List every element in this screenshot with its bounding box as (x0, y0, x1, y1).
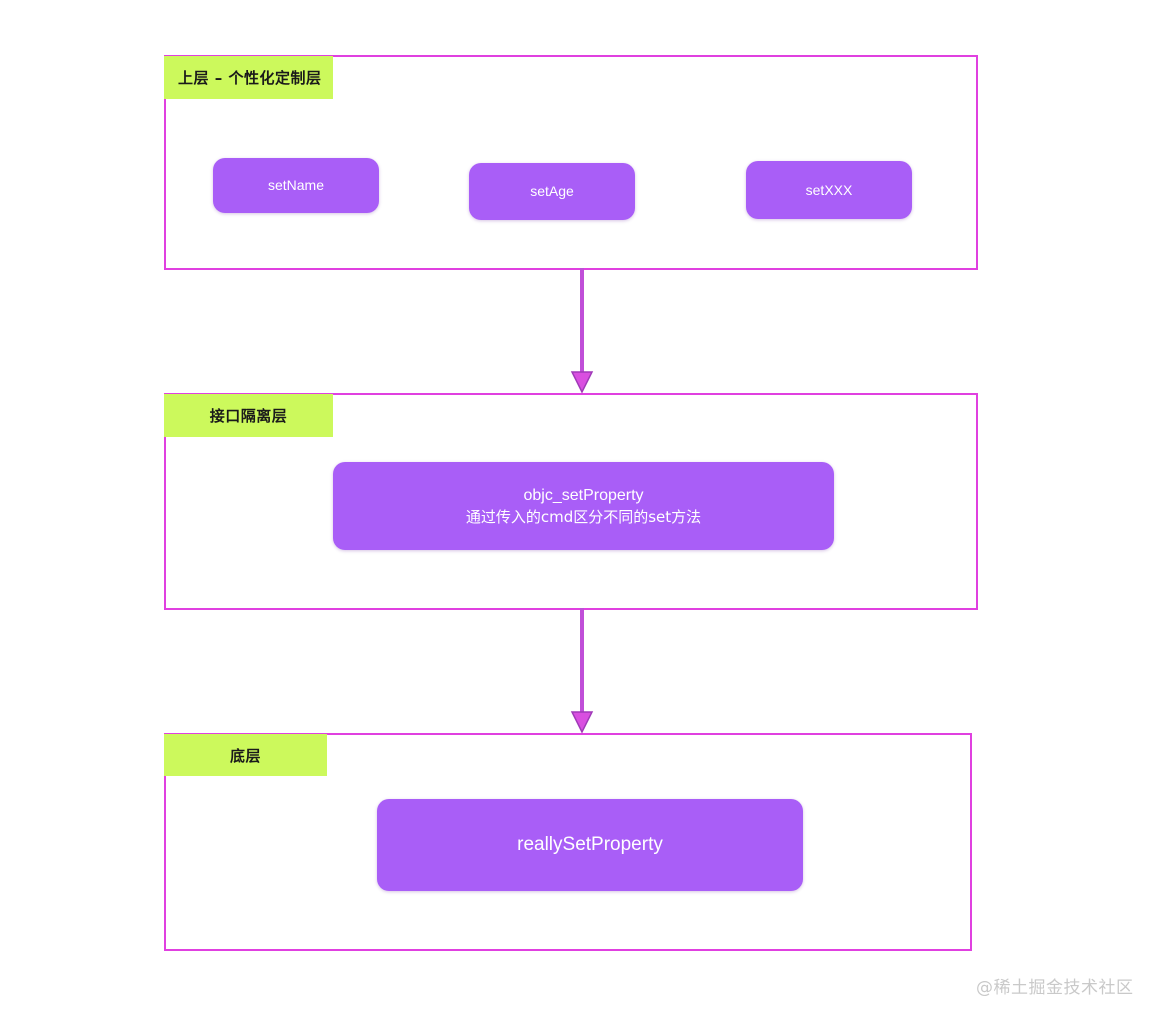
node-really-set-property-label: reallySetProperty (517, 834, 663, 856)
layer-box-top (164, 55, 978, 270)
layer-label-top: 上层 – 个性化定制层 (164, 56, 333, 99)
node-objc-set-property[interactable]: objc_setProperty 通过传入的cmd区分不同的set方法 (333, 462, 834, 550)
node-set-name-label: setName (267, 177, 325, 194)
node-objc-set-property-title: objc_setProperty (523, 486, 644, 504)
layer-label-interface: 接口隔离层 (164, 394, 333, 437)
node-objc-set-property-subtitle: 通过传入的cmd区分不同的set方法 (465, 507, 702, 526)
layer-label-bottom: 底层 (164, 734, 327, 776)
node-set-xxx[interactable]: setXXX (746, 161, 912, 219)
arrow-interface-to-bottom (570, 608, 594, 734)
layer-label-bottom-text: 底层 (229, 746, 261, 765)
node-set-name[interactable]: setName (213, 158, 379, 213)
node-set-xxx-label: setXXX (805, 181, 853, 198)
node-set-age-label: setAge (530, 183, 574, 200)
watermark-text: @稀土掘金技术社区 (976, 978, 1134, 998)
watermark: @稀土掘金技术社区 (976, 973, 1134, 998)
layer-box-interface (164, 393, 978, 610)
arrow-top-to-interface (570, 268, 594, 394)
layer-label-interface-text: 接口隔离层 (209, 407, 288, 425)
node-set-age[interactable]: setAge (469, 163, 635, 220)
node-really-set-property[interactable]: reallySetProperty (377, 799, 803, 891)
layer-box-bottom (164, 733, 972, 951)
layer-label-top-text: 上层 – 个性化定制层 (178, 69, 322, 87)
